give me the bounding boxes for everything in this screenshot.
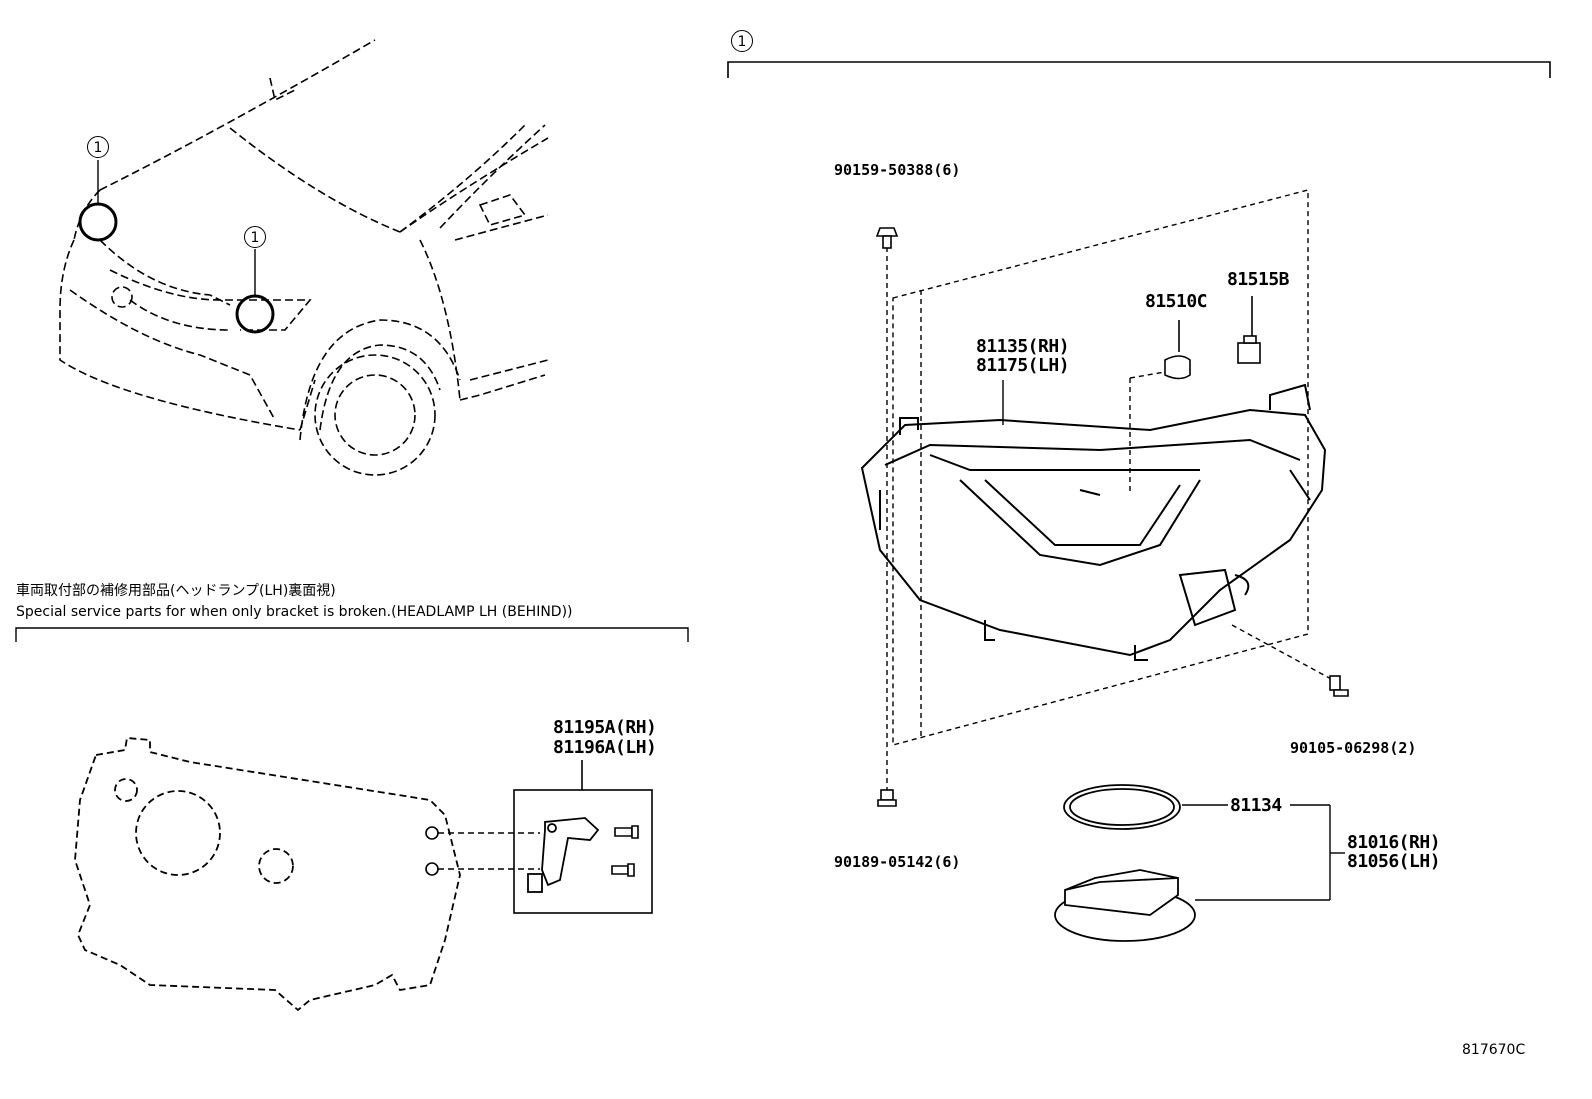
label-gasket: 81134 (1230, 795, 1282, 816)
control-unit-icon (1054, 869, 1196, 942)
callout-right-group: 1 (731, 30, 753, 52)
label-bolt-bottom: 90189-05142(6) (834, 853, 961, 871)
bulb-icon (1164, 320, 1191, 380)
label-headlamp-lh: 81175(LH) (976, 355, 1070, 376)
bracket-screws-icon (611, 825, 639, 877)
label-bulb: 81510C (1145, 291, 1208, 312)
bolt-bottom-icon (877, 789, 897, 807)
headlamp-rear-outline (74, 737, 461, 1012)
bracket-mount-holes (425, 826, 439, 876)
label-unit-rh: 81016(RH) (1347, 832, 1441, 853)
label-bracket-rh: 81195A(RH) (553, 717, 657, 738)
group-bracket-right (727, 61, 1551, 78)
note-english: Special service parts for when only brac… (16, 604, 573, 620)
bracket-mount-lines (438, 832, 540, 870)
bracket-icon (527, 817, 600, 893)
gasket-icon (1063, 784, 1181, 830)
callout-left-lower: 1 (244, 226, 266, 248)
group-bracket-left (15, 627, 689, 642)
vehicle-front-illustration (59, 39, 549, 476)
label-socket: 81515B (1227, 269, 1290, 290)
label-bolt-top: 90159-50388(6) (834, 161, 961, 179)
label-screw: 90105-06298(2) (1290, 739, 1417, 757)
label-headlamp-rh: 81135(RH) (976, 336, 1070, 357)
unit-leaders (1182, 804, 1345, 901)
bolt-top-icon (875, 227, 899, 249)
label-bracket-lh: 81196A(LH) (553, 737, 657, 758)
diagram-code: 817670C (1462, 1042, 1526, 1058)
label-unit-lh: 81056(LH) (1347, 851, 1441, 872)
bracket-kit-box (513, 760, 653, 914)
headlamp-location-markers (78, 202, 275, 334)
assembly-box (886, 189, 1334, 790)
screw-icon (1329, 675, 1349, 697)
callout-leaders (97, 160, 256, 296)
socket-icon (1237, 296, 1261, 364)
callout-left-upper: 1 (87, 136, 109, 158)
note-japanese: 車両取付部の補修用部品(ヘッドランプ(LH)裏面視) (16, 583, 336, 599)
headlamp-assembly (860, 383, 1327, 661)
